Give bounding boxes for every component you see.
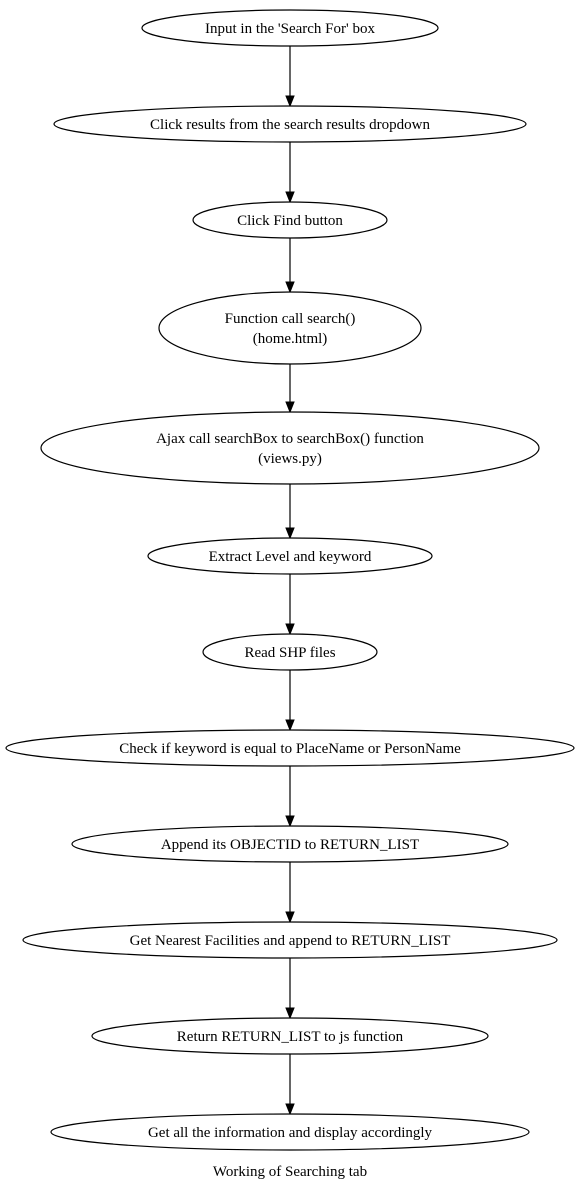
flow-node-label: Get Nearest Facilities and append to RET… <box>130 933 451 949</box>
flowchart-edges <box>285 46 295 1116</box>
flow-node-label: Function call search() <box>225 311 356 327</box>
flow-arrow-head <box>285 401 295 414</box>
flow-arrow-head <box>285 815 295 828</box>
flow-arrow <box>285 238 295 294</box>
flow-arrow <box>285 766 295 828</box>
flow-arrow-head <box>285 1103 295 1116</box>
flow-node-label: Read SHP files <box>244 645 335 661</box>
flow-arrow <box>285 1054 295 1116</box>
flow-node: Input in the 'Search For' box <box>141 9 439 47</box>
flow-node-shape <box>141 9 439 47</box>
flow-node-shape <box>71 825 509 863</box>
flow-arrow <box>285 670 295 732</box>
flow-node-label: Get all the information and display acco… <box>148 1125 433 1141</box>
flow-node: Ajax call searchBox to searchBox() funct… <box>40 411 540 485</box>
flow-node-shape <box>202 633 378 671</box>
flow-arrow-head <box>285 281 295 294</box>
flow-node-label: Extract Level and keyword <box>209 549 372 565</box>
flow-node-shape <box>192 201 388 239</box>
flow-arrow-head <box>285 191 295 204</box>
flow-arrow <box>285 142 295 204</box>
flow-node-label: Append its OBJECTID to RETURN_LIST <box>161 837 419 853</box>
flow-arrow-head <box>285 719 295 732</box>
flow-node-shape <box>158 291 422 365</box>
flow-node-shape <box>91 1017 489 1055</box>
flow-node-label: (home.html) <box>253 331 328 347</box>
flow-node: Click Find button <box>192 201 388 239</box>
flow-node-shape <box>5 729 575 767</box>
flow-arrow <box>285 958 295 1020</box>
flow-node-label: Click results from the search results dr… <box>150 117 430 133</box>
flow-arrow <box>285 574 295 636</box>
flow-arrow <box>285 364 295 414</box>
flow-arrow-head <box>285 95 295 108</box>
flow-arrow <box>285 46 295 108</box>
flow-arrow-head <box>285 1007 295 1020</box>
flow-node-shape <box>53 105 527 143</box>
flow-node: Get all the information and display acco… <box>50 1113 530 1151</box>
flow-node-label: Click Find button <box>237 213 343 229</box>
flow-node: Append its OBJECTID to RETURN_LIST <box>71 825 509 863</box>
flow-node-label: Return RETURN_LIST to js function <box>177 1029 404 1045</box>
flow-arrow-head <box>285 623 295 636</box>
flow-node: Get Nearest Facilities and append to RET… <box>22 921 558 959</box>
flow-arrow-head <box>285 911 295 924</box>
flow-node: Return RETURN_LIST to js function <box>91 1017 489 1055</box>
flow-node-shape <box>147 537 433 575</box>
flow-node-shape <box>22 921 558 959</box>
flow-node-shape <box>50 1113 530 1151</box>
flow-arrow <box>285 484 295 540</box>
flow-arrow <box>285 862 295 924</box>
flow-node: Check if keyword is equal to PlaceName o… <box>5 729 575 767</box>
flow-node: Extract Level and keyword <box>147 537 433 575</box>
diagram-caption: Working of Searching tab <box>213 1164 367 1180</box>
flow-arrow-head <box>285 527 295 540</box>
flow-node-label: (views.py) <box>258 451 322 467</box>
flow-node: Read SHP files <box>202 633 378 671</box>
flow-node-label: Check if keyword is equal to PlaceName o… <box>119 741 461 757</box>
flow-node: Function call search() (home.html) <box>158 291 422 365</box>
flow-node-shape <box>40 411 540 485</box>
flow-node-label: Input in the 'Search For' box <box>205 21 375 37</box>
flow-node: Click results from the search results dr… <box>53 105 527 143</box>
flow-node-label: Ajax call searchBox to searchBox() funct… <box>156 431 424 447</box>
